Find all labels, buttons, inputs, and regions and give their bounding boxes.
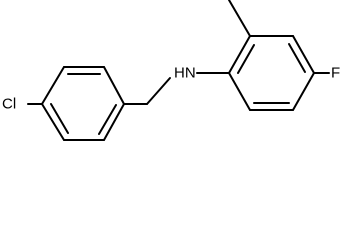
- benzyl-linker: [123, 77, 171, 105]
- bond-ch2-nh: [146, 77, 171, 105]
- ring2-bond-3: [292, 35, 315, 74]
- ring2-bond-1: [228, 35, 251, 74]
- ring1-bond-1: [41, 66, 65, 105]
- ring1-inner-double-3: [50, 103, 69, 134]
- ring1-bond-4: [103, 103, 125, 141]
- fluoro-methyl-phenyl-ring: [196, 0, 330, 111]
- bond-methyl: [228, 0, 251, 37]
- chlorine-label: Cl: [2, 96, 16, 113]
- ring2-inner-double-1: [237, 44, 255, 74]
- ring1-bond-3: [103, 66, 125, 105]
- ring2-bond-6: [228, 72, 251, 111]
- ring1-inner-double-2: [98, 104, 117, 135]
- ring2-inner-double-2: [288, 43, 306, 73]
- fluorine-label: F: [331, 65, 340, 82]
- ring1-bond-6: [41, 103, 65, 141]
- ring2-bond-4: [292, 72, 315, 111]
- chlorophenyl-ring: [27, 66, 125, 141]
- chemical-structure-diagram: Cl HN F: [2, 0, 340, 141]
- amine-label: HN: [174, 65, 196, 82]
